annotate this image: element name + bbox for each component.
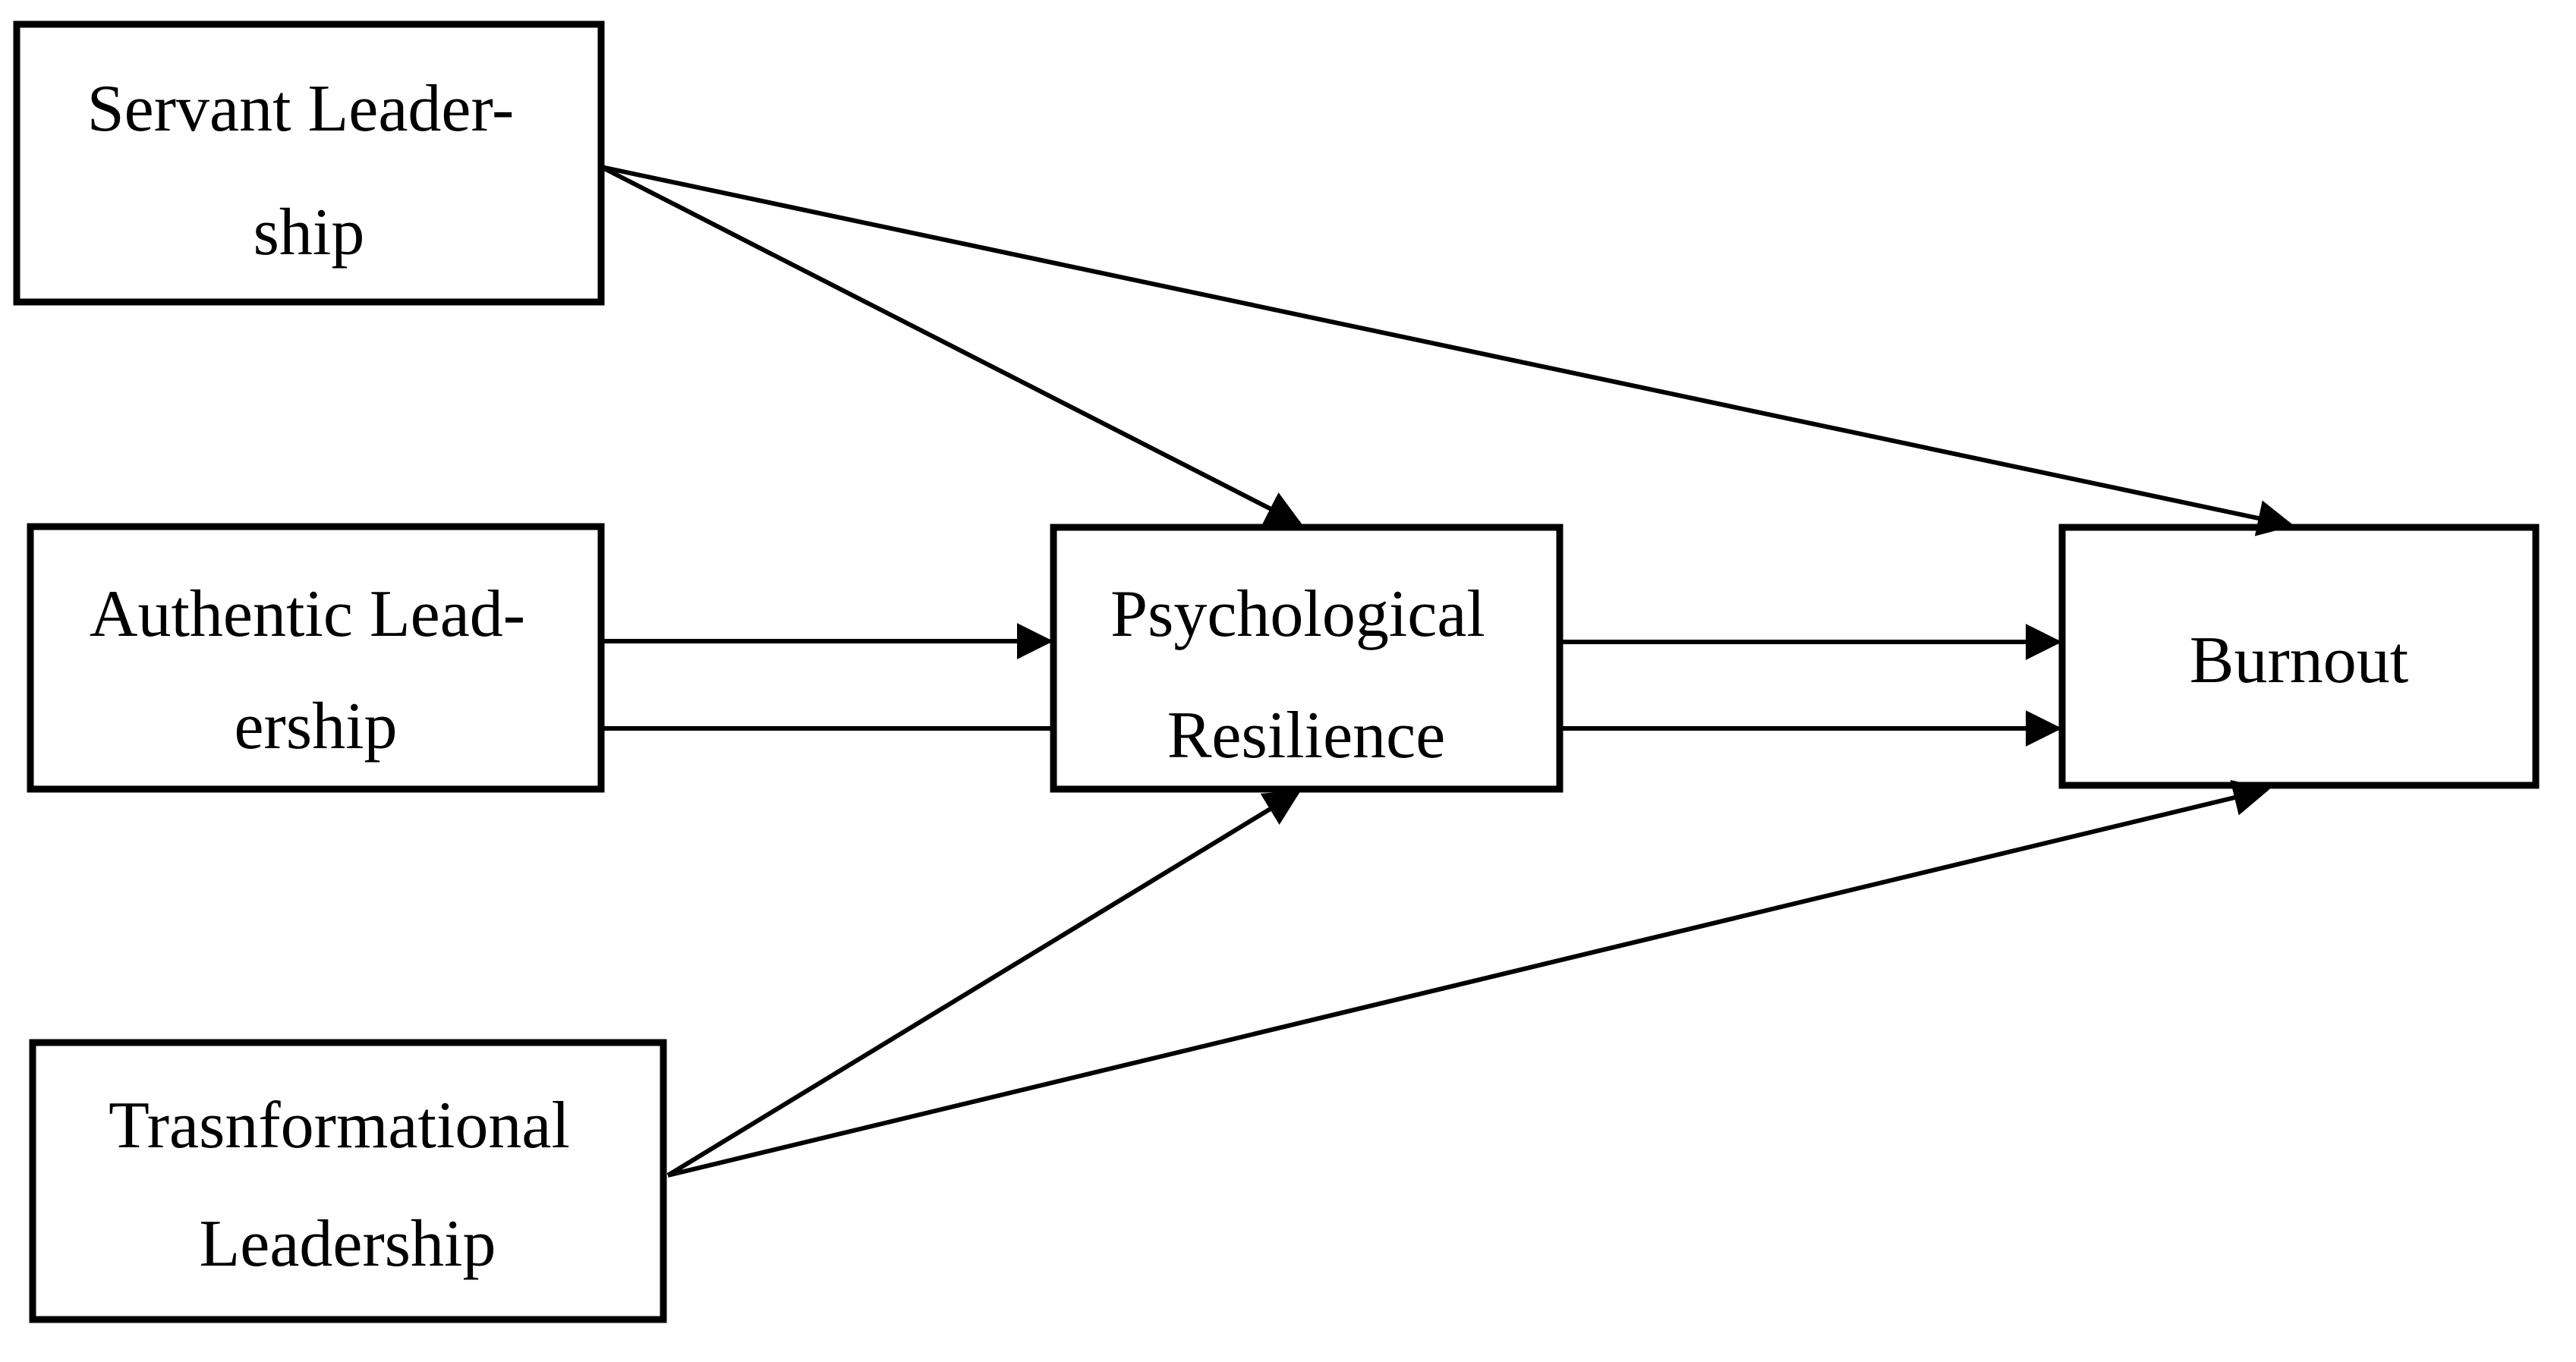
burnout-label-line1: Burnout (2190, 624, 2408, 697)
edge-servant-to-resilience (600, 165, 1303, 526)
transformational-label-line1: Trasnformational (109, 1089, 570, 1162)
authentic-leadership-label: Authentic Lead- ership (90, 577, 542, 763)
transformational-label-line2: Leadership (200, 1207, 496, 1281)
node-authentic-leadership-box (27, 523, 605, 793)
burnout-label: Burnout (2190, 624, 2408, 697)
node-labels: Servant Leader- ship Authentic Lead- ers… (87, 72, 2409, 1281)
edge-transformational-to-burnout (667, 779, 2270, 1178)
node-burnout-box (2058, 524, 2540, 789)
edge-transformational-to-resilience (666, 790, 1302, 1178)
node-servant-leadership-box (13, 20, 605, 306)
servant-leadership-label: Servant Leader- ship (87, 72, 531, 269)
transformational-leadership-label: Trasnformational Leadership (109, 1089, 587, 1281)
edges (600, 165, 2294, 1178)
edge-servant-to-burnout (600, 165, 2294, 536)
node-psychological-resilience-box (1050, 524, 1564, 793)
nodes (13, 20, 2540, 1323)
servant-label-line1: Servant Leader- (87, 72, 515, 146)
psychological-resilience-label: Psychological Resilience (1110, 577, 1502, 772)
servant-label-line2: ship (254, 196, 365, 269)
authentic-label-line1: Authentic Lead- (90, 577, 525, 651)
resilience-label-line1: Psychological (1110, 577, 1485, 651)
node-transformational-leadership-box (29, 1039, 667, 1323)
resilience-label-line2: Resilience (1167, 699, 1446, 772)
authentic-label-line2: ership (234, 690, 397, 763)
